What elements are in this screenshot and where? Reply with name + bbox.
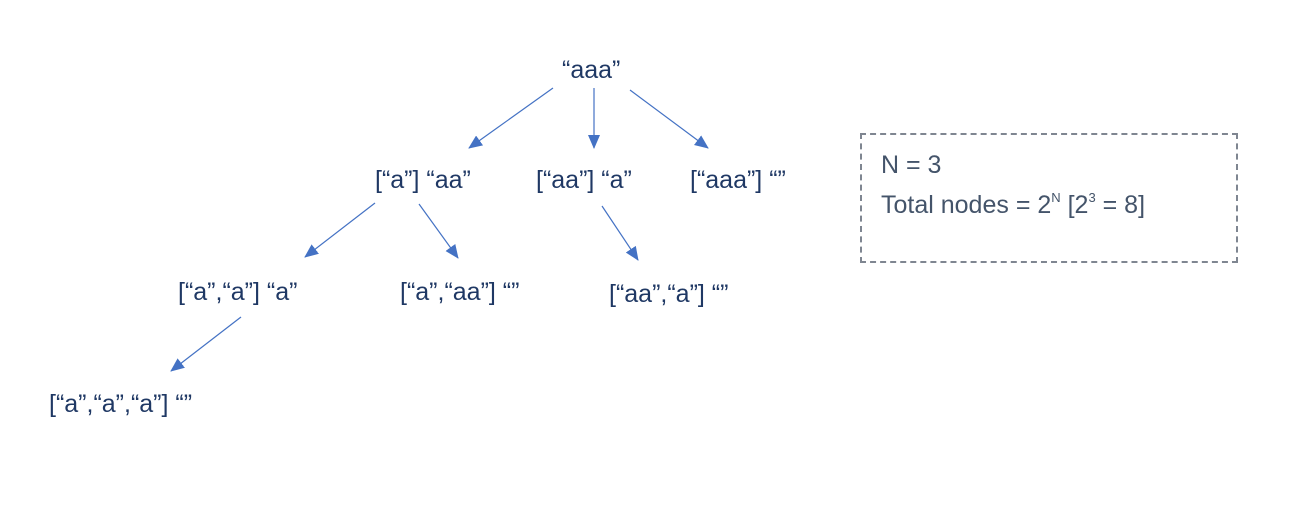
total-nodes-suffix: = 8] <box>1095 191 1146 219</box>
n-value-text: N = 3 <box>881 151 942 179</box>
edge-a-to-a-aa <box>418 203 459 259</box>
total-nodes-mid: [2 <box>1060 191 1089 219</box>
node-root: “aaa” <box>562 56 621 84</box>
node-a-aa: [“a”] “aa” <box>375 166 471 194</box>
edge-a-a-to-a-a-a <box>170 316 242 372</box>
edge-a-to-a-a <box>304 202 376 258</box>
edge-root-to-aaa <box>629 89 709 149</box>
node-a-a-a-empty: [“a”,“a”,“a”] “” <box>49 390 193 418</box>
total-nodes-prefix: Total nodes = 2 <box>881 191 1052 219</box>
node-aa-a-empty: [“aa”,“a”] “” <box>609 280 729 308</box>
edge-aa-to-aa-a <box>601 205 639 261</box>
total-nodes-text: Total nodes = 2N [23 = 8] <box>881 190 1146 219</box>
node-aaa-empty: [“aaa”] “” <box>690 166 786 194</box>
node-a-aa-empty: [“a”,“aa”] “” <box>400 278 520 306</box>
exponent-n: N <box>1051 190 1061 205</box>
exponent-3: 3 <box>1088 190 1096 205</box>
info-box: N = 3 Total nodes = 2N [23 = 8] <box>860 133 1238 263</box>
edge-root-to-a <box>468 87 554 149</box>
node-aa-a: [“aa”] “a” <box>536 166 632 194</box>
node-a-a-a: [“a”,“a”] “a” <box>178 278 298 306</box>
